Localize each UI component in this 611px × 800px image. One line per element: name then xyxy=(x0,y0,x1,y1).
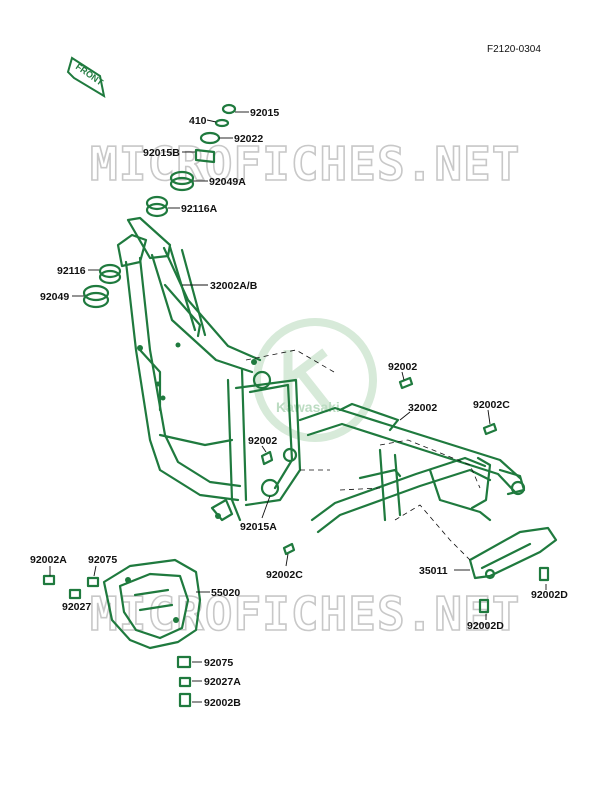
main-frame xyxy=(116,216,302,522)
part-label: 92049A xyxy=(209,176,246,188)
part-label: 410 xyxy=(189,115,207,127)
part-label: 92027A xyxy=(204,676,241,688)
part-label: 32002A/B xyxy=(210,280,258,292)
figure-code: F2120-0304 xyxy=(487,44,541,55)
part-label: 32002 xyxy=(408,402,437,414)
center-logo: Kawasaki xyxy=(253,318,377,442)
front-label: FRONT xyxy=(74,61,106,87)
part-label: 92015 xyxy=(250,107,279,119)
part-labels: 92015 410 92022 92015B 92049A 92116A 921… xyxy=(30,107,568,709)
rear-frame xyxy=(298,402,526,534)
part-label: 92002C xyxy=(266,569,303,581)
watermark-bottom: MICROFICHES.NET xyxy=(90,587,520,641)
skid-plate xyxy=(102,558,202,650)
part-label: 92075 xyxy=(204,657,233,669)
part-label: 92027 xyxy=(62,601,91,613)
part-label: 92015B xyxy=(143,147,180,159)
part-label: 92075 xyxy=(88,554,117,566)
part-label: 92002 xyxy=(248,435,277,447)
watermark-top: MICROFICHES.NET xyxy=(90,137,520,191)
part-label: 35011 xyxy=(419,565,448,577)
part-label: 55020 xyxy=(211,587,240,599)
part-label: 92049 xyxy=(40,291,69,303)
leader-lines xyxy=(49,111,547,703)
reference-lines xyxy=(245,349,481,561)
center-logo-text: Kawasaki xyxy=(276,399,340,415)
part-label: 92002D xyxy=(531,589,568,601)
part-label: 92022 xyxy=(234,133,263,145)
part-label: 92002B xyxy=(204,697,241,709)
chain-guard xyxy=(468,526,558,580)
front-arrow-icon: FRONT xyxy=(66,56,106,99)
head-parts xyxy=(82,103,237,309)
bolt-icons xyxy=(42,376,550,708)
part-label: 92116A xyxy=(181,203,218,215)
part-label: 92002A xyxy=(30,554,67,566)
part-label: 92002D xyxy=(467,620,504,632)
part-label: 92116 xyxy=(57,265,86,277)
part-label: 92015A xyxy=(240,521,277,533)
part-label: 92002 xyxy=(388,361,417,373)
part-label: 92002C xyxy=(473,399,510,411)
